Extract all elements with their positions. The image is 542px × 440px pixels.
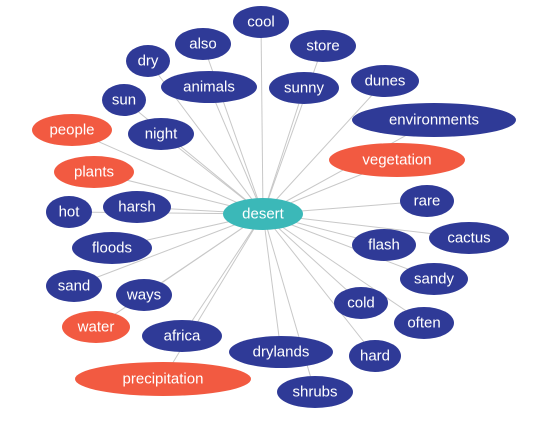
node-flash-shape (352, 229, 416, 261)
node-water-shape (62, 311, 130, 343)
node-cactus[interactable]: cactus (429, 222, 509, 254)
node-dunes[interactable]: dunes (351, 65, 419, 97)
node-ways[interactable]: ways (116, 279, 172, 311)
edge-desert-sun (123, 99, 264, 215)
node-sand-shape (46, 270, 102, 302)
node-precipitation[interactable]: precipitation (75, 362, 251, 396)
node-store[interactable]: store (290, 30, 356, 62)
node-rare-shape (400, 185, 454, 217)
node-sun-shape (102, 84, 146, 116)
node-environments[interactable]: environments (352, 103, 516, 137)
edge-desert-cold (262, 213, 362, 304)
center-node[interactable]: desert (223, 198, 303, 230)
edge-desert-store (262, 45, 324, 215)
node-also-shape (175, 28, 231, 60)
node-cold-shape (334, 287, 388, 319)
node-shrubs-shape (277, 376, 353, 408)
node-sunny[interactable]: sunny (269, 72, 339, 104)
node-dry-shape (126, 45, 170, 77)
node-dry[interactable]: dry (126, 45, 170, 77)
node-cold[interactable]: cold (334, 287, 388, 319)
node-sandy[interactable]: sandy (400, 263, 468, 295)
node-also[interactable]: also (175, 28, 231, 60)
node-harsh[interactable]: harsh (103, 191, 171, 223)
node-sunny-shape (269, 72, 339, 104)
node-people[interactable]: people (32, 114, 112, 146)
node-hard[interactable]: hard (349, 340, 401, 372)
edge-desert-also (202, 43, 264, 215)
node-harsh-shape (103, 191, 171, 223)
node-shrubs[interactable]: shrubs (277, 376, 353, 408)
edge-desert-hard (262, 213, 376, 357)
node-sandy-shape (400, 263, 468, 295)
node-cool[interactable]: cool (233, 6, 289, 38)
node-drylands-shape (229, 336, 333, 368)
edge-desert-sunny (262, 87, 305, 215)
node-water[interactable]: water (62, 311, 130, 343)
node-vegetation[interactable]: vegetation (329, 143, 465, 177)
node-sun[interactable]: sun (102, 84, 146, 116)
node-store-shape (290, 30, 356, 62)
edge-desert-africa (181, 213, 264, 337)
node-often-shape (394, 307, 454, 339)
node-ways-shape (116, 279, 172, 311)
node-rare[interactable]: rare (400, 185, 454, 217)
edge-desert-people (71, 129, 264, 215)
node-hard-shape (349, 340, 401, 372)
node-sand[interactable]: sand (46, 270, 102, 302)
node-precipitation-shape (75, 362, 251, 396)
edge-desert-sand (73, 213, 264, 287)
node-night[interactable]: night (128, 118, 194, 150)
node-floods-shape (72, 232, 152, 264)
node-animals[interactable]: animals (161, 71, 257, 103)
node-cactus-shape (429, 222, 509, 254)
node-africa[interactable]: africa (142, 320, 222, 352)
node-flash[interactable]: flash (352, 229, 416, 261)
edge-desert-often (262, 213, 425, 324)
node-plants[interactable]: plants (54, 156, 134, 188)
node-cool-shape (233, 6, 289, 38)
node-dunes-shape (351, 65, 419, 97)
node-floods[interactable]: floods (72, 232, 152, 264)
edge-desert-water (95, 213, 264, 328)
node-people-shape (32, 114, 112, 146)
edge-desert-cool (260, 21, 264, 215)
node-animals-shape (161, 71, 257, 103)
edge-desert-dunes (262, 80, 386, 215)
node-hot[interactable]: hot (46, 196, 92, 228)
node-environments-shape (352, 103, 516, 137)
node-hot-shape (46, 196, 92, 228)
node-night-shape (128, 118, 194, 150)
node-plants-shape (54, 156, 134, 188)
node-vegetation-shape (329, 143, 465, 177)
node-often[interactable]: often (394, 307, 454, 339)
node-africa-shape (142, 320, 222, 352)
edge-desert-animals (208, 86, 264, 215)
node-drylands[interactable]: drylands (229, 336, 333, 368)
edge-desert-drylands (262, 213, 282, 353)
